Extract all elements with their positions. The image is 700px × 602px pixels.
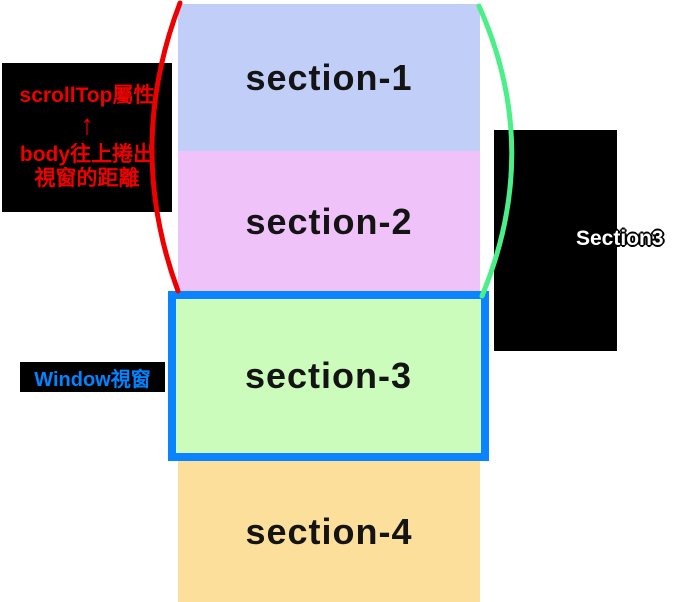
section3-callout-box: Section3 <box>494 130 664 351</box>
scrolltop-desc-line2: 視窗的距離 <box>34 167 140 191</box>
section-2-block: section-2 <box>178 151 480 292</box>
section3-callout-label: Section3 <box>576 227 664 250</box>
scrolltop-desc-line1: body往上捲出 <box>19 142 155 166</box>
window-viewport-label: Window視窗 <box>20 362 165 392</box>
window-viewport-box: section-3 <box>168 291 489 461</box>
scrolltop-callout: scrollTop屬性 ↑ body往上捲出 視窗的距離 <box>2 63 172 212</box>
section-1-block: section-1 <box>178 4 480 151</box>
section-4-block: section-4 <box>178 461 480 602</box>
up-arrow-icon: ↑ <box>80 108 94 140</box>
scrolltop-property-label: scrollTop屬性 <box>19 83 155 107</box>
